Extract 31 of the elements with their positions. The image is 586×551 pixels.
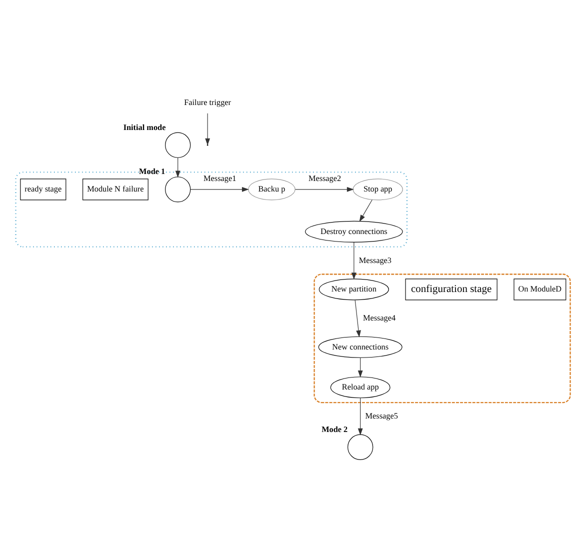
node-circle [165, 132, 191, 158]
arrow [351, 242, 356, 280]
edge-label: Message1 [204, 174, 236, 183]
node-ellipse: Backu p [248, 178, 296, 200]
arrow [190, 186, 249, 192]
node-label: Mode 2 [322, 424, 348, 434]
arrow [294, 186, 354, 192]
node-box: Module N failure [82, 178, 148, 200]
node-circle [348, 434, 374, 460]
node-label: Mode 1 [139, 166, 166, 176]
edge-label: Message5 [365, 411, 398, 420]
arrow [358, 356, 363, 377]
node-ellipse: New partition [318, 278, 389, 300]
node-ellipse: Destroy connections [305, 220, 403, 242]
node-circle [165, 176, 191, 202]
node-ellipse: New connections [318, 336, 402, 358]
arrow [358, 397, 363, 435]
node-text: Failure trigger [184, 97, 232, 106]
arrow [354, 299, 361, 337]
node-box: ready stage [20, 178, 66, 200]
node-label: Initial mode [123, 122, 166, 132]
node-box: On ModuleD [514, 278, 566, 300]
edge-label: Message4 [362, 313, 396, 322]
arrow [205, 112, 210, 145]
arrow [359, 198, 372, 222]
node-box: configuration stage [405, 278, 498, 300]
arrow [175, 156, 180, 178]
edge-label: Message2 [308, 174, 342, 183]
edge-label: Message3 [358, 255, 392, 264]
node-ellipse: Reload app [330, 376, 390, 398]
node-ellipse: Stop app [352, 178, 403, 200]
